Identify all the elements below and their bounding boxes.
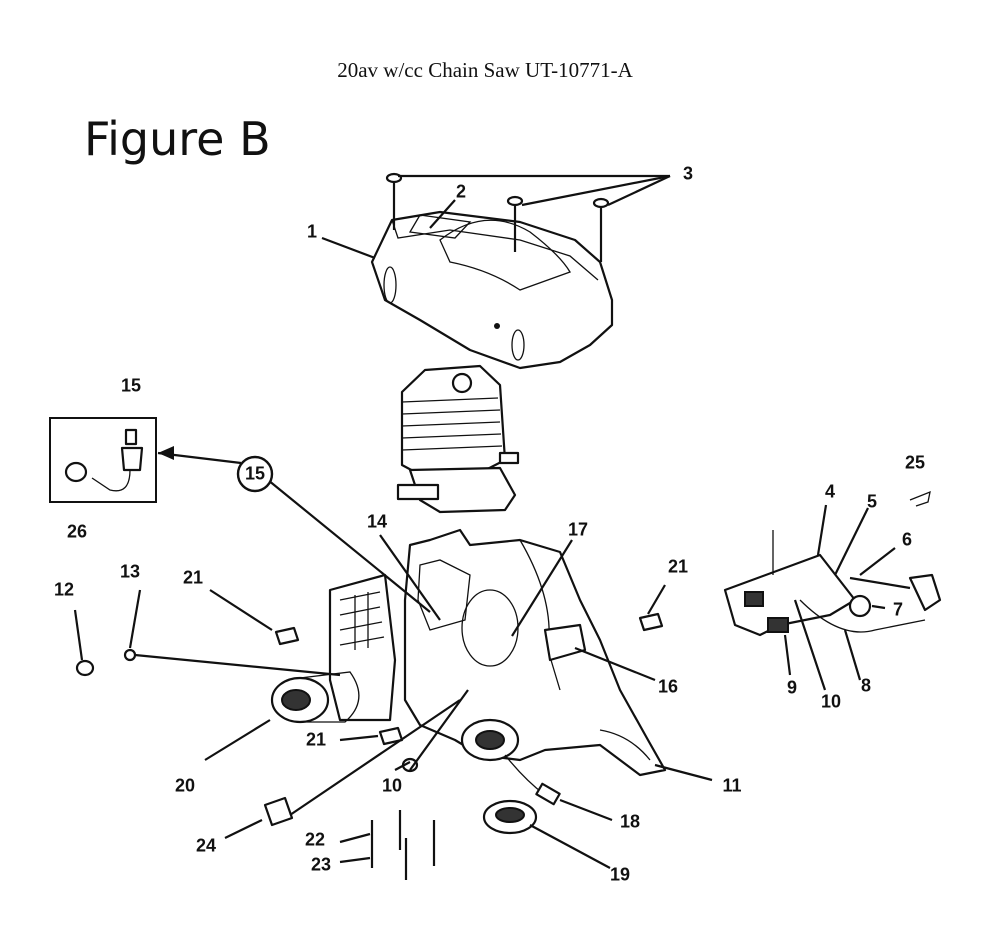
top-cover-part xyxy=(370,210,614,370)
callout-7: 7 xyxy=(892,599,904,620)
callout-6: 6 xyxy=(901,529,913,550)
callout-21-bottom: 21 xyxy=(305,729,327,750)
callout-20: 20 xyxy=(174,775,196,796)
callout-11: 11 xyxy=(722,775,742,796)
callout-24: 24 xyxy=(195,835,217,856)
leader-lines xyxy=(73,174,896,869)
callout-16: 16 xyxy=(657,676,679,697)
oil-cap-part xyxy=(460,718,561,806)
callout-9: 9 xyxy=(786,677,798,698)
callout-12: 12 xyxy=(53,579,75,600)
document-title: 20av w/cc Chain Saw UT-10771-A xyxy=(337,58,633,82)
callout-15-circled: 15 xyxy=(244,463,266,484)
air-filter-base-part xyxy=(328,573,397,722)
crankcase-housing-part xyxy=(403,528,667,777)
cover-screws-part xyxy=(385,172,610,262)
figure-label: Figure B xyxy=(84,112,271,166)
fuel-cap-part xyxy=(482,799,538,835)
callout-8: 8 xyxy=(860,675,872,696)
callout-5: 5 xyxy=(866,491,878,512)
callout-17: 17 xyxy=(567,519,589,540)
callout-15-inset: 15 xyxy=(120,375,142,396)
air-filter-part xyxy=(270,671,360,724)
callout-18: 18 xyxy=(619,811,641,832)
callout-4: 4 xyxy=(824,481,836,502)
callout-21-left: 21 xyxy=(182,567,204,588)
callout-2: 2 xyxy=(455,181,467,202)
small-hardware-parts xyxy=(75,612,664,880)
callout-23: 23 xyxy=(310,854,332,875)
fuel-line-inset xyxy=(49,417,157,503)
callout-15-circle xyxy=(236,455,274,493)
callout-3: 3 xyxy=(682,163,694,184)
callout-1: 1 xyxy=(306,221,318,242)
callout-10-housing: 10 xyxy=(381,775,403,796)
callout-14: 14 xyxy=(366,511,388,532)
callout-13: 13 xyxy=(119,561,141,582)
callout-26: 26 xyxy=(66,521,88,542)
cylinder-engine-part xyxy=(396,364,520,514)
callout-10-switch: 10 xyxy=(820,691,842,712)
callout-21-right: 21 xyxy=(667,556,689,577)
callout-19: 19 xyxy=(609,864,631,885)
callout-22: 22 xyxy=(304,829,326,850)
switch-handle-assembly-part xyxy=(723,490,942,637)
callout-25: 25 xyxy=(904,452,926,473)
